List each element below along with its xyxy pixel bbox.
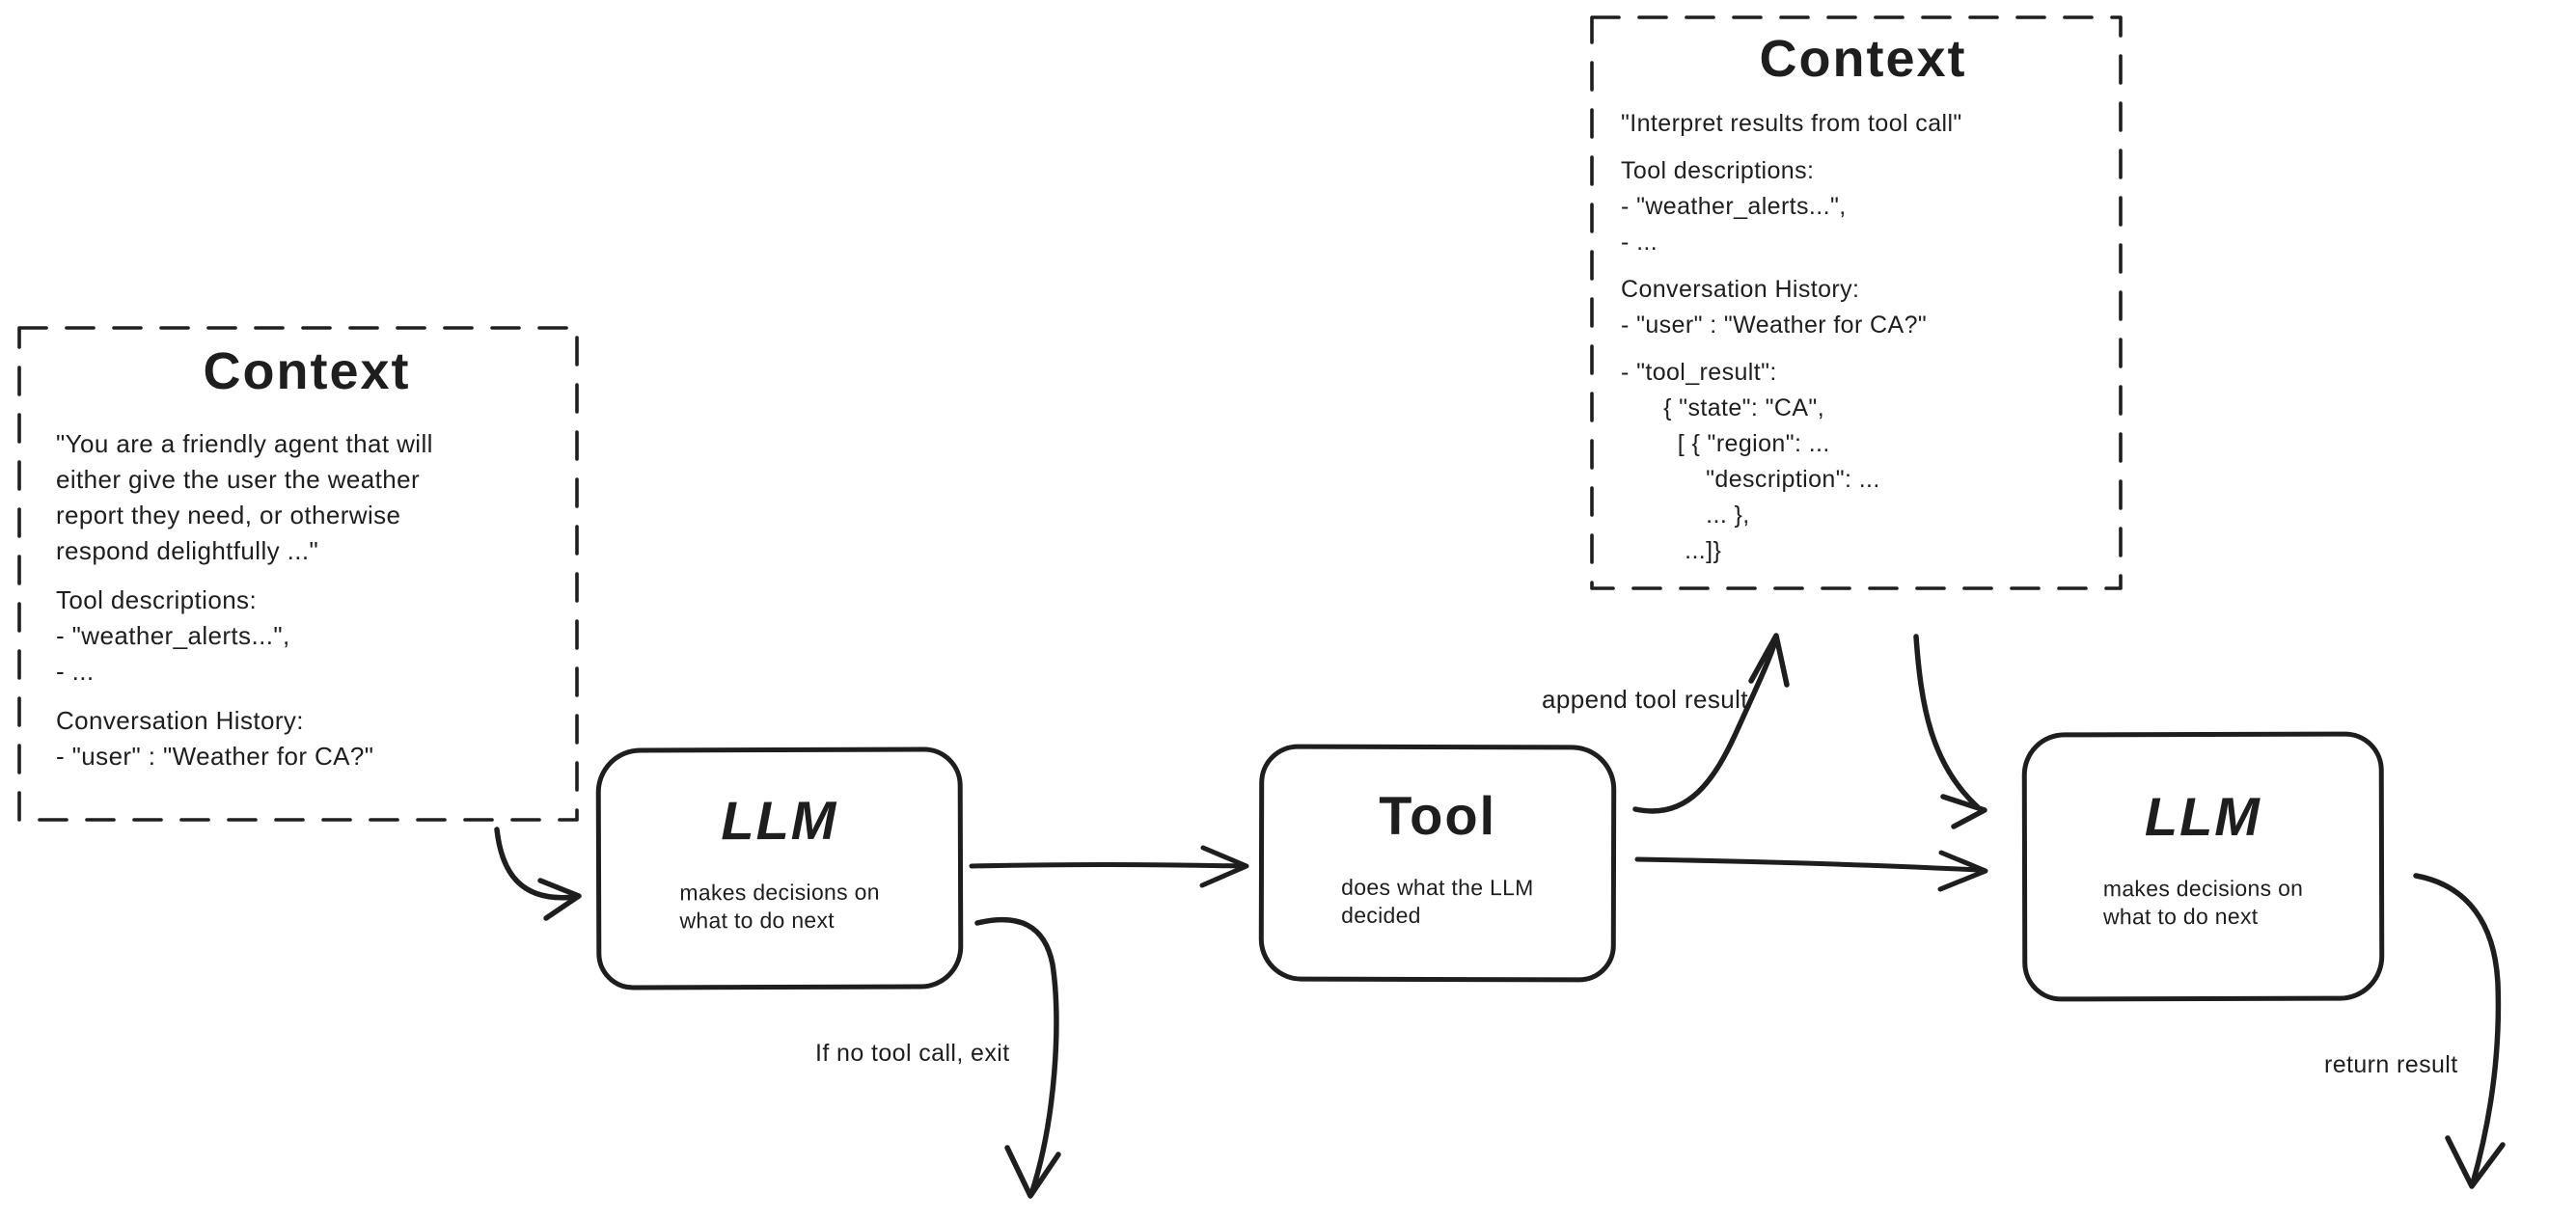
text-line: Tool descriptions: [1621,157,1815,184]
text-line: ... }, [1621,502,1750,529]
arrowhead-right [1199,845,1249,888]
arrowhead-up [1748,633,1790,688]
arrow-shaft [1913,634,1981,810]
text-line [1621,142,2105,153]
text-line: makes decisions on [2102,875,2304,902]
arrow-tool-to-llm2 [1634,850,1988,892]
arrowhead-right [1940,794,1987,829]
text-line: - "weather_alerts...", [1621,193,1847,220]
text-line: report they need, or otherwise [56,501,401,529]
node-tool-title: Tool [1379,784,1497,847]
context-top-title: Context [1759,30,1967,88]
text-line: - "weather_alerts...", [56,621,290,650]
text-line: [ { "region": ... [1621,430,1830,457]
text-line: - "tool_result": [1621,359,1777,386]
arrowhead-down [1004,1145,1061,1199]
arrowhead-down [2445,1135,2506,1189]
label-append-tool-result: append tool result [1542,685,1748,714]
label-if-no-tool-call-exit: If no tool call, exit [815,1040,1010,1067]
text-line: - "user" : "Weather for CA?" [56,742,374,771]
text-line: ...]} [1621,537,1722,564]
arrow-shaft [494,827,578,901]
text-line [56,569,558,583]
arrow-llm1-to-tool [969,845,1249,888]
text-line: "You are a friendly agent that will [56,429,433,458]
arrow-tool-to-context-top [1632,633,1790,814]
text-line: Conversation History: [1621,276,1860,303]
arrow-context-left-to-llm1 [494,827,582,921]
text-line: - ... [1621,229,1658,256]
arrow-shaft [1634,856,1981,873]
text-line: makes decisions on [679,879,880,906]
text-line: does what the LLM [1341,874,1534,901]
text-line: Tool descriptions: [56,585,258,614]
text-line: - "user" : "Weather for CA?" [1621,312,1928,339]
node-llm-2-title: LLM [2144,785,2261,848]
text-line: Conversation History: [56,706,304,735]
text-line: { "state": "CA", [1621,394,1825,421]
text-line: what to do next [2102,903,2259,930]
text-line: - ... [56,657,95,686]
text-line: decided [1341,902,1421,928]
arrow-shaft [1632,636,1779,814]
context-left-box: Context "You are a friendly agent that w… [19,328,577,820]
text-line [1621,343,2105,355]
text-line: either give the user the weather [56,465,421,494]
arrowhead-right [1937,850,1988,892]
node-llm-1-title: LLM [721,789,838,852]
text-line: "description": ... [1621,466,1880,493]
text-line [56,690,558,703]
context-top-box: Context "Interpret results from tool cal… [1592,17,2121,588]
context-top-body: "Interpret results from tool call" Tool d… [1621,106,2105,569]
arrow-context-top-to-llm2 [1913,634,1987,829]
label-return-result: return result [2324,1051,2458,1078]
text-line [1621,260,2105,272]
text-line: respond delightfully ..." [56,536,319,565]
context-left-title: Context [203,342,411,400]
arrow-shaft [969,862,1243,869]
context-left-body: "You are a friendly agent that will eithe… [56,426,558,774]
arrowhead-right [537,878,582,921]
text-line: "Interpret results from tool call" [1621,110,1962,137]
arrow-shaft [2413,873,2502,1186]
arrow-llm2-return [2413,873,2506,1189]
text-line: what to do next [679,907,836,934]
